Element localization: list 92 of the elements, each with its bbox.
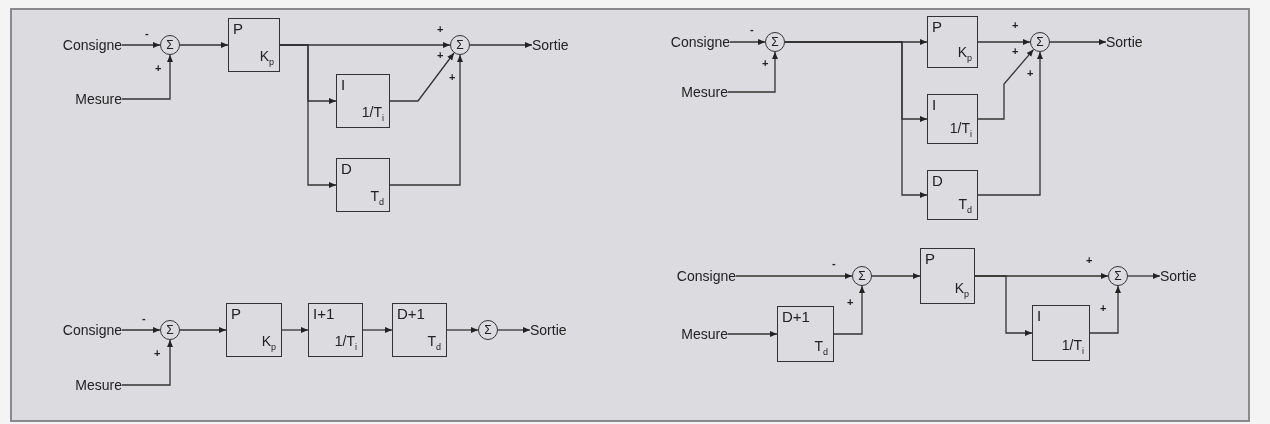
sign-label: + xyxy=(437,24,444,35)
signal-label: Mesure xyxy=(640,324,728,344)
signal-arrow xyxy=(871,273,921,279)
block-label: D xyxy=(932,173,943,188)
block-label: I xyxy=(341,77,346,92)
block-label: P xyxy=(233,21,243,36)
signal-label: Consigne xyxy=(30,320,122,340)
signal-arrow xyxy=(121,339,173,386)
sign-label: + xyxy=(762,58,769,69)
signal-arrow xyxy=(727,331,778,337)
signal-arrow xyxy=(729,39,766,45)
sign-label: + xyxy=(1012,20,1019,31)
signal-arrow xyxy=(977,48,1035,120)
sign-label: + xyxy=(1100,303,1107,314)
signal-label: Consigne xyxy=(640,266,736,286)
transfer-block xyxy=(308,303,363,357)
signal-label: Sortie xyxy=(1106,32,1166,52)
block-parameter: 1/T$_{i}$ xyxy=(949,121,972,139)
block-parameter: T$_{d}$ xyxy=(427,334,441,352)
signal-arrow xyxy=(446,327,479,333)
transfer-block xyxy=(392,303,447,357)
signal-label: Sortie xyxy=(530,320,590,340)
signal-arrow xyxy=(389,54,463,186)
signal-arrow xyxy=(977,39,1031,45)
block-label: P xyxy=(925,251,935,266)
signal-arrow xyxy=(389,52,455,102)
transfer-block xyxy=(226,303,282,357)
signal-arrow xyxy=(974,275,1033,336)
block-parameter: 1/T$_{i}$ xyxy=(361,105,384,123)
sign-label: + xyxy=(1027,68,1034,79)
signal-label: Mesure xyxy=(30,89,122,109)
signal-arrow xyxy=(1049,39,1107,45)
signal-arrow xyxy=(362,327,393,333)
block-parameter: K$_{p}$ xyxy=(261,334,276,352)
transfer-block xyxy=(336,158,390,212)
signal-arrow xyxy=(727,51,778,93)
signal-arrow xyxy=(279,44,337,188)
sign-label: + xyxy=(154,348,161,359)
signal-label: Sortie xyxy=(1160,266,1220,286)
sign-label: + xyxy=(1012,46,1019,57)
transfer-block xyxy=(228,18,280,72)
signal-arrow xyxy=(121,327,161,333)
block-label: P xyxy=(932,19,942,34)
signal-arrow xyxy=(469,42,533,48)
block-label: D+1 xyxy=(782,309,810,324)
sign-label: - xyxy=(145,28,149,39)
signal-arrow xyxy=(1127,273,1161,279)
block-parameter: T$_{d}$ xyxy=(370,189,384,207)
signal-label: Mesure xyxy=(640,82,728,102)
transfer-block xyxy=(927,94,978,144)
signal-arrow xyxy=(833,285,865,335)
signal-arrow xyxy=(121,54,173,100)
block-label: I xyxy=(932,97,937,112)
signal-arrow xyxy=(735,273,853,279)
signal-arrow xyxy=(1089,285,1121,334)
block-parameter: K$_{p}$ xyxy=(954,281,969,299)
signal-arrow xyxy=(121,42,161,48)
signal-arrow xyxy=(497,327,531,333)
block-parameter: T$_{d}$ xyxy=(814,339,828,357)
sign-label: + xyxy=(847,297,854,308)
signal-arrow xyxy=(281,327,309,333)
block-label: I xyxy=(1037,308,1042,323)
transfer-block xyxy=(777,306,834,362)
sign-label: + xyxy=(1086,255,1093,266)
signal-label: Consigne xyxy=(640,32,730,52)
signal-arrow xyxy=(977,51,1043,196)
sign-label: - xyxy=(750,24,754,35)
block-parameter: K$_{p}$ xyxy=(957,45,972,63)
block-label: D xyxy=(341,161,352,176)
sign-label: + xyxy=(155,63,162,74)
signal-arrow xyxy=(784,41,928,198)
transfer-block xyxy=(927,16,978,68)
transfer-block xyxy=(1032,305,1090,361)
block-label: D+1 xyxy=(397,306,425,321)
signal-label: Sortie xyxy=(532,35,592,55)
block-parameter: T$_{d}$ xyxy=(958,197,972,215)
signal-label: Consigne xyxy=(30,35,122,55)
signal-arrow xyxy=(179,42,229,48)
signal-arrow xyxy=(179,327,227,333)
transfer-block xyxy=(920,248,975,304)
block-label: P xyxy=(231,306,241,321)
sign-label: - xyxy=(142,313,146,324)
transfer-block xyxy=(927,170,978,220)
transfer-block xyxy=(336,74,390,128)
block-parameter: 1/T$_{i}$ xyxy=(1061,338,1084,356)
signal-label: Mesure xyxy=(30,375,122,395)
sign-label: + xyxy=(449,72,456,83)
sign-label: + xyxy=(437,50,444,61)
block-label: I+1 xyxy=(313,306,335,321)
block-parameter: K$_{p}$ xyxy=(259,49,274,67)
block-parameter: 1/T$_{i}$ xyxy=(334,334,357,352)
sign-label: - xyxy=(832,258,836,269)
